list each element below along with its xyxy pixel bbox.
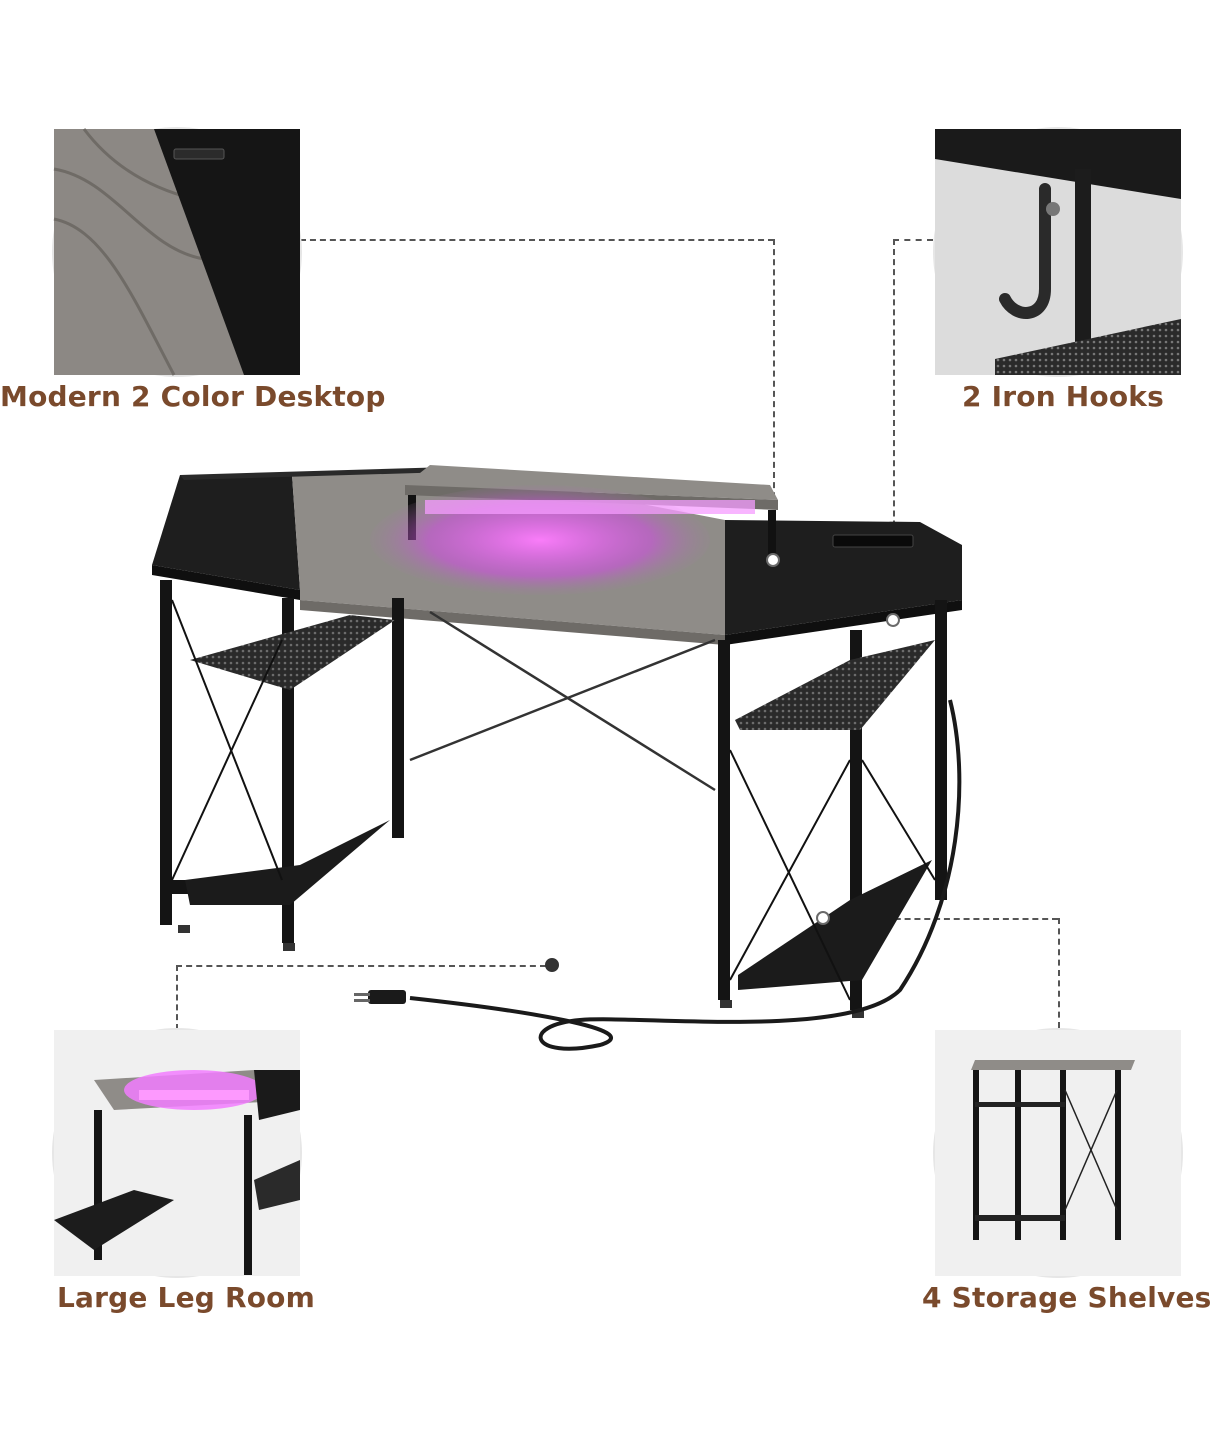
leader-line-legroom-h (176, 965, 546, 967)
leader-line-desktop-h (300, 239, 774, 241)
label-two-color-desktop: Modern 2 Color Desktop (0, 380, 386, 413)
product-feature-image: Modern 2 Color Desktop 2 Iron Hooks Larg… (0, 127, 1211, 1314)
label-iron-hooks: 2 Iron Hooks (962, 380, 1164, 413)
leader-line-legroom-v (176, 965, 178, 1030)
detail-shelves-circle (933, 1028, 1183, 1278)
callout-dot-hooks (886, 613, 900, 627)
leader-line-hooks-h (893, 239, 933, 241)
label-large-leg-room: Large Leg Room (57, 1281, 315, 1314)
detail-legroom-circle (52, 1028, 302, 1278)
leader-line-shelves-h (826, 918, 1058, 920)
leader-line-shelves-v (1058, 918, 1060, 1028)
callout-dot-shelves (816, 911, 830, 925)
desk-illustration (152, 465, 962, 1051)
detail-desktop-circle (52, 127, 302, 377)
label-storage-shelves: 4 Storage Shelves (922, 1281, 1212, 1314)
leader-line-desktop-v (773, 239, 775, 559)
callout-dot-legroom (545, 958, 559, 972)
callout-dot-desktop (766, 553, 780, 567)
leader-line-hooks-v (893, 239, 895, 617)
detail-hooks-circle (933, 127, 1183, 377)
